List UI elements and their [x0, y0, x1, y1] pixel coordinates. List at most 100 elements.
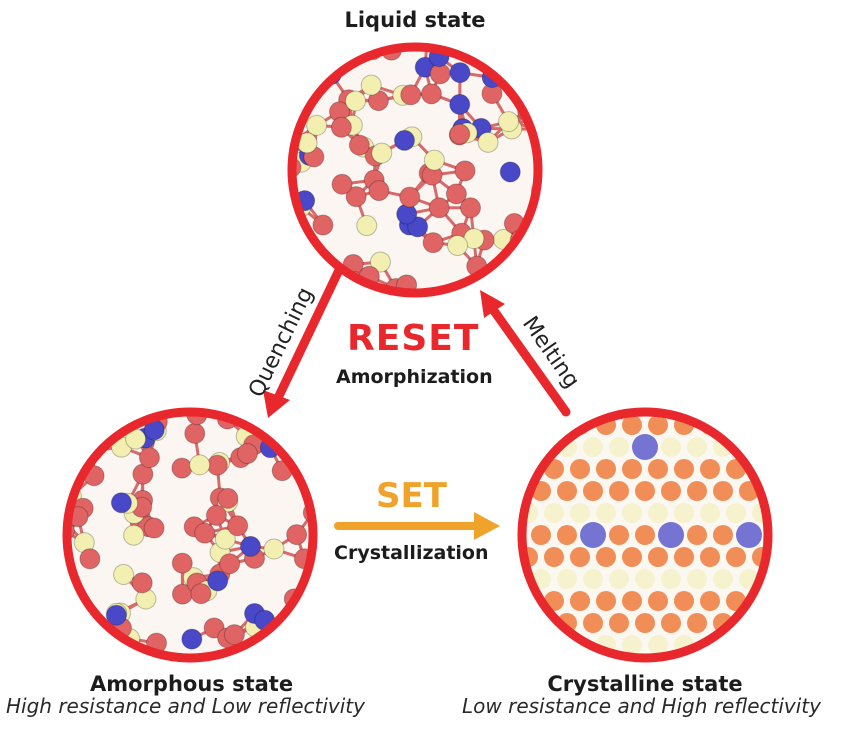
- atom: [765, 412, 768, 413]
- atom: [791, 657, 811, 677]
- atom: [447, 235, 469, 257]
- atom: [817, 569, 837, 589]
- atom: [345, 186, 367, 208]
- atom: [658, 522, 684, 548]
- atom: [726, 547, 746, 567]
- atom: [219, 553, 241, 575]
- atom: [804, 635, 824, 655]
- atom: [622, 591, 642, 611]
- atom: [227, 515, 249, 537]
- set-arrow: [334, 512, 500, 540]
- atom: [131, 572, 153, 594]
- atom: [453, 481, 473, 501]
- atom: [804, 415, 824, 435]
- atom: [739, 412, 759, 413]
- atom: [687, 437, 707, 457]
- atom: [661, 613, 681, 633]
- atom: [369, 251, 391, 273]
- atom: [223, 624, 245, 646]
- atom: [371, 142, 393, 164]
- atom: [570, 547, 590, 567]
- atom: [240, 535, 262, 557]
- atom: [453, 437, 473, 457]
- atom: [765, 481, 768, 501]
- atom: [583, 481, 603, 501]
- amorphous-state-title: Amorphous state: [90, 672, 294, 696]
- atom: [700, 459, 720, 479]
- atom-bond: [149, 660, 166, 665]
- atom: [596, 459, 616, 479]
- atom: [778, 371, 798, 391]
- atom: [609, 569, 629, 589]
- atom-bond: [137, 655, 150, 658]
- atom: [791, 393, 811, 413]
- atom: [466, 459, 486, 479]
- atom: [596, 591, 616, 611]
- crystalline-state-title: Crystalline state: [547, 672, 743, 696]
- atom: [830, 415, 844, 435]
- atom: [687, 613, 707, 633]
- atom: [622, 635, 642, 655]
- atom: [804, 503, 824, 523]
- atom: [492, 547, 512, 567]
- atom: [804, 459, 824, 479]
- atom: [330, 116, 352, 138]
- atom: [449, 93, 471, 115]
- atom: [453, 569, 473, 589]
- atom: [312, 214, 334, 236]
- atom: [138, 447, 160, 469]
- atom-bond: [541, 190, 544, 195]
- atom: [596, 503, 616, 523]
- atom: [622, 371, 642, 391]
- atom: [596, 547, 616, 567]
- atom: [190, 583, 212, 605]
- atom: [348, 134, 370, 156]
- atom: [428, 197, 450, 219]
- atom: [570, 459, 590, 479]
- atom: [648, 459, 668, 479]
- atom: [479, 569, 499, 589]
- atom: [817, 613, 837, 633]
- atom: [687, 481, 707, 501]
- atom: [522, 613, 525, 633]
- atom: [344, 90, 366, 112]
- atom: [479, 657, 499, 677]
- atom: [460, 197, 482, 219]
- atom: [596, 371, 616, 391]
- atom: [522, 412, 525, 413]
- atom: [687, 412, 707, 413]
- atom: [830, 635, 844, 655]
- atom: [635, 481, 655, 501]
- quenching-arrow: [263, 263, 345, 418]
- atom: [466, 591, 486, 611]
- atom: [778, 415, 798, 435]
- atom: [422, 232, 444, 254]
- atom: [453, 613, 473, 633]
- atom: [214, 528, 236, 550]
- atom: [830, 459, 844, 479]
- crystalline-state-circle: [453, 371, 844, 699]
- reset-label: RESET: [347, 318, 480, 359]
- atom: [752, 415, 768, 435]
- atom: [531, 412, 551, 413]
- atom: [804, 547, 824, 567]
- atom: [765, 613, 768, 633]
- atom: [236, 443, 258, 465]
- atom: [648, 503, 668, 523]
- atom: [477, 131, 499, 153]
- atom: [557, 481, 577, 501]
- atom: [399, 186, 421, 208]
- atom: [522, 569, 525, 589]
- atom: [700, 547, 720, 567]
- atom: [648, 591, 668, 611]
- atom: [817, 657, 837, 677]
- atom: [830, 591, 844, 611]
- liquid-state-title: Liquid state: [344, 8, 486, 32]
- atom: [830, 679, 844, 699]
- atom: [791, 525, 811, 545]
- atom: [674, 547, 694, 567]
- atom: [778, 591, 798, 611]
- atom: [609, 481, 629, 501]
- atom: [648, 547, 668, 567]
- atom: [420, 83, 442, 105]
